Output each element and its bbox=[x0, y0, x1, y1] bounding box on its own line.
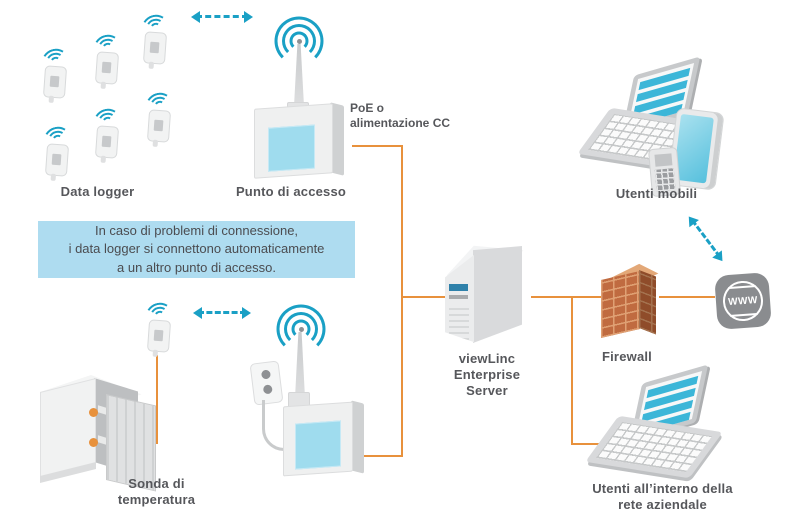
data-logger-icon bbox=[138, 10, 174, 69]
data-logger-icon bbox=[90, 104, 126, 163]
data-logger-icon bbox=[90, 30, 126, 89]
firewall-label: Firewall bbox=[601, 349, 652, 364]
laptop-icon bbox=[585, 364, 742, 484]
firewall-front bbox=[601, 270, 640, 338]
probe-dot bbox=[89, 408, 98, 417]
connection-line-server-firewall bbox=[531, 296, 601, 298]
mobile-users-label: Utenti mobili bbox=[615, 186, 698, 201]
access-point-label: Punto di accesso bbox=[235, 184, 347, 199]
server-side bbox=[473, 246, 522, 343]
logger-display bbox=[101, 135, 112, 148]
server-label: viewLinc Enterprise Server bbox=[453, 351, 521, 398]
phone-screen bbox=[654, 153, 673, 167]
logger-connector bbox=[152, 139, 159, 147]
logger-body bbox=[94, 125, 120, 163]
mobile-users-group bbox=[577, 56, 754, 198]
wireless-arrow-loggers-ap-icon bbox=[191, 10, 253, 23]
server-drive-slot bbox=[449, 295, 468, 299]
logger-connector bbox=[48, 95, 55, 103]
logger-connector bbox=[148, 61, 155, 69]
logger-display bbox=[51, 153, 62, 166]
probe-cable-vertical bbox=[156, 355, 158, 444]
access-point-device bbox=[283, 401, 353, 477]
logger-connector bbox=[152, 349, 159, 357]
logger-connector bbox=[50, 173, 57, 181]
logger-display bbox=[149, 41, 160, 54]
internal-users-label: Utenti all’interno della rete aziendale bbox=[592, 481, 733, 512]
logger-connector bbox=[100, 155, 107, 163]
laptop-keyboard bbox=[585, 415, 723, 479]
connection-line-firewall-www bbox=[659, 296, 715, 298]
logger-body bbox=[146, 319, 172, 357]
logger-body bbox=[94, 51, 120, 89]
logger-display bbox=[49, 75, 60, 88]
firewall-icon bbox=[597, 260, 663, 350]
keyboard-keys bbox=[595, 421, 713, 473]
connection-line-ap-top bbox=[352, 145, 402, 147]
logger-body bbox=[44, 143, 70, 181]
probe-dot bbox=[89, 438, 98, 447]
connection-line-server-left bbox=[403, 296, 448, 298]
wifi-signal-icon bbox=[276, 304, 326, 354]
access-point-device bbox=[254, 103, 333, 179]
connection-line-ap-bottom bbox=[348, 455, 401, 457]
wifi-signal-icon bbox=[274, 16, 324, 66]
wireless-arrow-chamber-ap-icon bbox=[193, 306, 251, 319]
connection-line-main-vertical bbox=[401, 145, 403, 457]
data-logger-icon bbox=[40, 122, 76, 181]
power-outlet-icon bbox=[249, 360, 284, 406]
connection-line-right-vertical bbox=[571, 296, 573, 444]
server-led-panel bbox=[449, 284, 468, 291]
antenna-icon bbox=[294, 44, 304, 106]
data-logger-icon bbox=[142, 298, 178, 357]
wireless-arrow-www-mobile-icon bbox=[690, 219, 722, 258]
poe-note: PoE o alimentazione CC bbox=[350, 101, 451, 130]
temp-probe-label: Sonda di temperatura bbox=[117, 476, 196, 507]
access-point-top bbox=[250, 16, 350, 181]
logger-display bbox=[153, 329, 164, 342]
server-icon bbox=[443, 240, 528, 348]
logger-body bbox=[42, 65, 68, 103]
firewall-side bbox=[639, 270, 656, 335]
device-screen bbox=[295, 420, 341, 470]
logger-display bbox=[101, 61, 112, 74]
data-logger-icon bbox=[38, 44, 74, 103]
access-point-bottom bbox=[249, 300, 368, 480]
antenna-icon bbox=[295, 332, 305, 398]
www-text: WWW bbox=[727, 294, 759, 308]
tablet-screen bbox=[673, 113, 714, 184]
www-globe-icon: WWW bbox=[714, 272, 772, 330]
logger-display bbox=[153, 119, 164, 132]
connection-line-internal-users bbox=[571, 443, 613, 445]
device-screen bbox=[268, 124, 315, 172]
logger-body bbox=[142, 31, 168, 69]
logger-body bbox=[146, 109, 172, 147]
logger-connector bbox=[100, 81, 107, 89]
data-logger-label: Data logger bbox=[60, 184, 135, 199]
info-box: In caso di problemi di connessione, i da… bbox=[38, 221, 355, 278]
power-cable bbox=[262, 400, 291, 451]
temperature-chamber bbox=[36, 368, 166, 492]
data-logger-icon bbox=[142, 88, 178, 147]
server-vent-grille bbox=[449, 306, 469, 340]
